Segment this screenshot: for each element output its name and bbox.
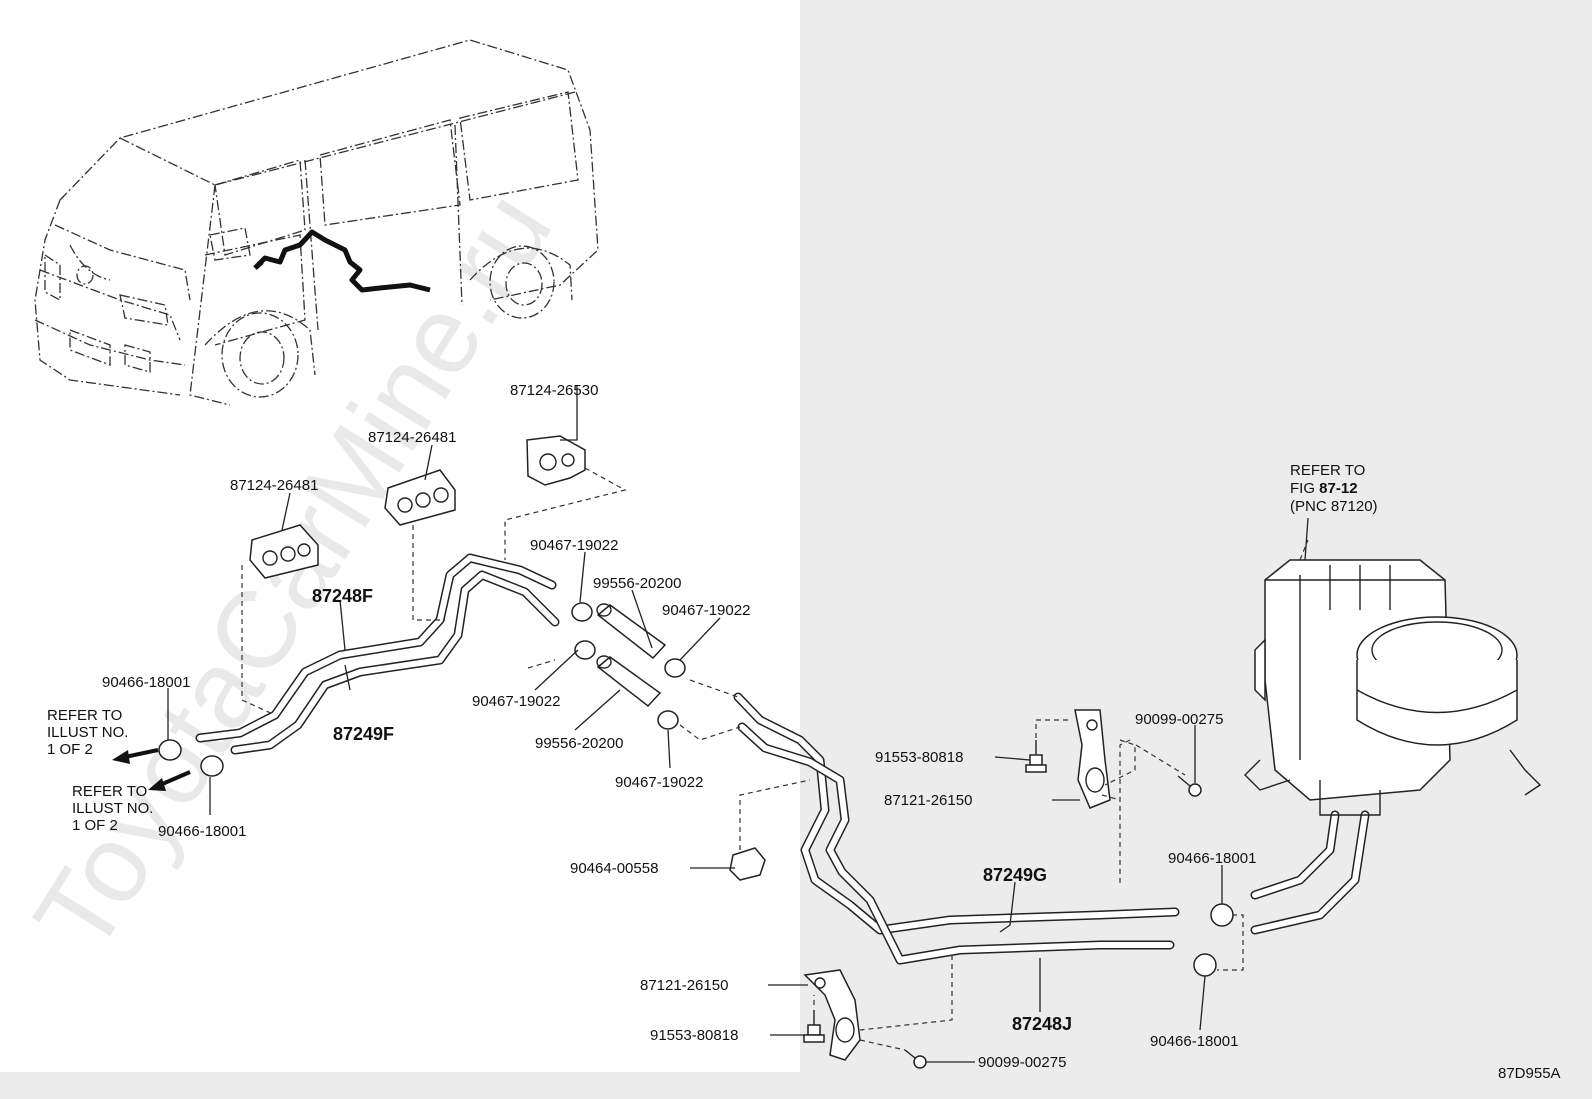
refer-note-2: REFER TO ILLUST NO. 1 OF 2: [72, 783, 153, 834]
part-label: 90467-19022: [615, 774, 703, 791]
refer-fig-line: FIG 87-12: [1290, 480, 1358, 497]
part-label: 99556-20200: [535, 735, 623, 752]
hose-99556-upper: [596, 603, 667, 660]
pnc-label-87249F: 87249F: [333, 724, 394, 744]
pnc-label-87248F: 87248F: [312, 586, 373, 606]
screw-90099-upper: [1177, 775, 1202, 797]
part-label: 90466-18001: [1150, 1033, 1238, 1050]
clamp-87124-26481-upper: [384, 469, 456, 526]
refer-fig-note: REFER TO FIG 87-12 (PNC 87120): [1290, 462, 1378, 515]
refer-note-line: ILLUST NO.: [72, 800, 153, 817]
bracket-87121-lower: [803, 969, 861, 1061]
refer-note-line: 1 OF 2: [47, 741, 93, 758]
part-label: 90099-00275: [1135, 711, 1223, 728]
refer-fig-line: (PNC 87120): [1290, 498, 1378, 515]
clips-90466-right: [1193, 903, 1234, 977]
part-label: 90466-18001: [1168, 850, 1256, 867]
part-label: 87124-26481: [230, 477, 318, 494]
clips-90466-left: [158, 739, 224, 777]
right-background-panel: [800, 0, 1592, 1099]
part-label: 91553-80818: [650, 1027, 738, 1044]
hose-99556-lower: [596, 655, 662, 708]
tube-87249G-87248J: [733, 692, 1180, 965]
leader-lines: [167, 385, 1309, 1063]
refer-arrows: [112, 748, 191, 791]
refer-note-line: REFER TO: [47, 707, 122, 724]
clamp-87124-26530: [526, 435, 586, 486]
screw-90099-lower: [904, 1049, 927, 1069]
part-label: 87121-26150: [884, 792, 972, 809]
refer-fig-prefix: FIG: [1290, 480, 1319, 497]
refer-fig-number: 87-12: [1319, 480, 1357, 497]
refer-note-line: 1 OF 2: [72, 817, 118, 834]
pnc-label-87248J: 87248J: [1012, 1014, 1072, 1034]
part-label: 91553-80818: [875, 749, 963, 766]
part-label: 90099-00275: [978, 1054, 1066, 1071]
bottom-background-strip: [0, 1072, 1592, 1099]
heater-outlet-tubes: [1250, 810, 1370, 935]
diagram-id: 87D955A: [1498, 1065, 1561, 1082]
part-label: 90467-19022: [662, 602, 750, 619]
bracket-87121-upper: [1074, 709, 1111, 809]
clip-90464-00558: [729, 847, 766, 881]
part-label: 87124-26530: [510, 382, 598, 399]
part-label: 90466-18001: [102, 674, 190, 691]
bolt-91553-lower: [803, 1010, 825, 1043]
part-label: 87124-26481: [368, 429, 456, 446]
part-label: 90467-19022: [472, 693, 560, 710]
refer-note-line: REFER TO: [72, 783, 147, 800]
part-label: 99556-20200: [593, 575, 681, 592]
part-number-labels: 87124-26530 87124-26481 87124-26481 9046…: [102, 382, 1256, 1071]
refer-note-1: REFER TO ILLUST NO. 1 OF 2: [47, 707, 128, 758]
dashed-association-lines: [241, 467, 1244, 1051]
pnc-labels: 87248F 87249F 87249G 87248J: [312, 586, 1072, 1034]
part-label: 90464-00558: [570, 860, 658, 877]
tube-87248F-87249F: [195, 553, 560, 755]
refer-note-line: ILLUST NO.: [47, 724, 128, 741]
part-label: 87121-26150: [640, 977, 728, 994]
bolt-91553-upper: [1025, 740, 1047, 773]
part-label: 90467-19022: [530, 537, 618, 554]
van-illustration: [34, 39, 599, 406]
pnc-label-87249G: 87249G: [983, 865, 1047, 885]
hose-clips-90467: [571, 602, 686, 730]
rear-heater-unit: [1244, 539, 1542, 816]
part-label: 90466-18001: [158, 823, 246, 840]
clamp-87124-26481-lower: [249, 524, 319, 579]
refer-fig-line: REFER TO: [1290, 462, 1365, 479]
